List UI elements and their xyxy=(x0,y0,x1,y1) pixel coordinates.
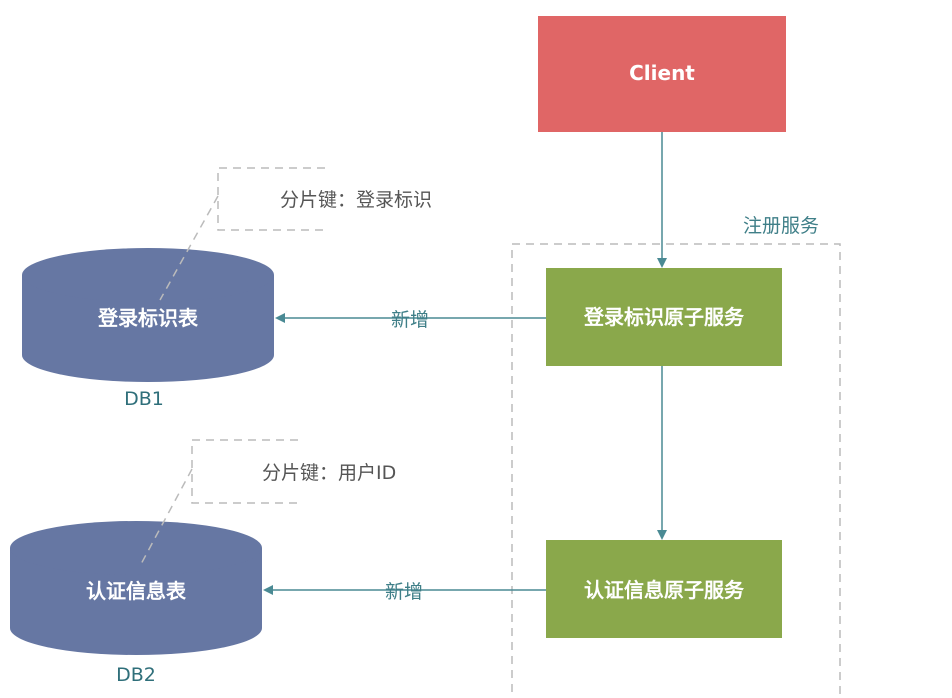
db2-table-label: 认证信息表 xyxy=(86,579,187,603)
client-label: Client xyxy=(629,61,695,85)
client-node xyxy=(538,16,786,132)
auth-to-db2-label: 新增 xyxy=(385,581,423,603)
db2-cylinder xyxy=(10,521,262,655)
auth-info-service-node xyxy=(546,540,782,638)
db2-note-text: 分片键：用户ID xyxy=(262,462,396,484)
login-to-db1-label: 新增 xyxy=(391,309,429,331)
auth-info-service-label: 认证信息原子服务 xyxy=(584,578,745,602)
registration-service-container xyxy=(511,243,841,698)
db2-name: DB2 xyxy=(116,664,156,686)
db2-note-connector xyxy=(139,468,193,567)
db1-note-connector xyxy=(159,195,219,301)
db1-table-label: 登录标识表 xyxy=(97,306,199,330)
db1-name: DB1 xyxy=(124,388,164,410)
db1-note-text: 分片键：登录标识 xyxy=(280,189,432,211)
registration-service-label: 注册服务 xyxy=(743,215,819,237)
login-id-service-node xyxy=(546,268,782,366)
db1-cylinder xyxy=(22,248,274,382)
login-id-service-label: 登录标识原子服务 xyxy=(583,305,745,329)
